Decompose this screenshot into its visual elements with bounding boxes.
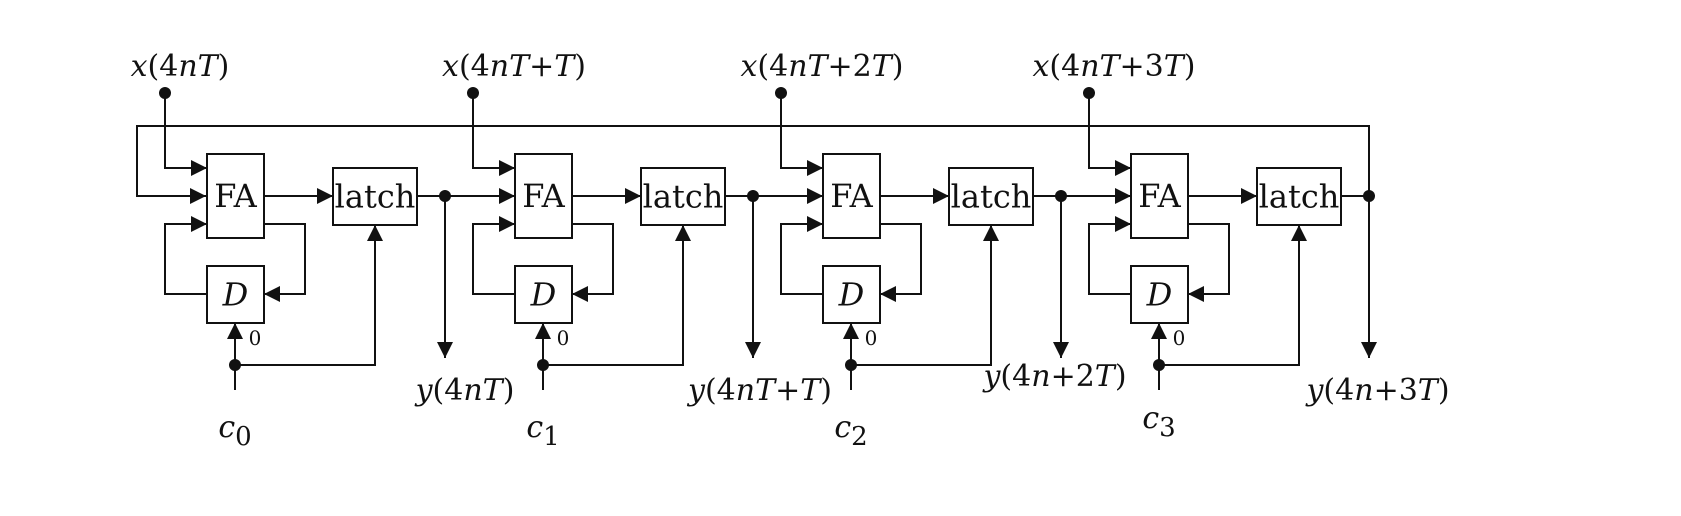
full-adder-0-box [206,153,265,239]
input-wire-2 [780,93,823,169]
output-arrow-2 [1053,342,1069,358]
delay-init-label-0: 0 [249,326,262,350]
latch-0-label: latch [335,178,416,216]
output-label-0: y(4nT) [414,373,515,408]
input-label-2: x(4nT+2T) [740,49,903,84]
block-layer [206,153,1342,324]
fa-to-latch-arrow-0 [317,188,333,204]
full-adder-2-label: FA [830,177,873,215]
delay-2-label: D [838,276,865,314]
output-label-1: y(4nT+T) [686,373,832,408]
delay-0-label: D [222,276,249,314]
output-arrow-0 [437,342,453,358]
input-wire-1 [472,93,515,169]
latch-0-box [332,167,418,226]
full-adder-2-box [822,153,881,239]
output-arrow-3 [1361,342,1377,358]
input-label-3: x(4nT+3T) [1032,49,1195,84]
chain-arrow-3 [1115,188,1131,204]
input-arrow-0 [191,160,207,176]
fa-to-latch-arrow-1 [625,188,641,204]
input-wire-3 [1088,93,1131,169]
carry-out-wire-1 [572,223,614,295]
carry-out-wire-2 [880,223,922,295]
control-to-latch-arrow-0 [367,225,383,241]
latch-1-label: latch [643,178,724,216]
control-to-d-arrow-2 [843,323,859,339]
carry-out-arrow-2 [880,286,896,302]
chain-arrow-2 [807,188,823,204]
control-to-latch-arrow-1 [675,225,691,241]
control-to-latch-wire-3 [1159,225,1300,366]
control-to-d-arrow-0 [227,323,243,339]
full-adder-0-label: FA [214,177,257,215]
delay-init-label-1: 0 [557,326,570,350]
fa-to-latch-arrow-3 [1241,188,1257,204]
carry-out-arrow-0 [264,286,280,302]
carry-out-arrow-1 [572,286,588,302]
carry-out-wire-0 [264,223,306,295]
input-wire-0 [164,93,207,169]
carry-in-arrow-0 [191,216,207,232]
feedback-bus [136,125,1370,197]
carry-in-wire-1 [472,223,515,295]
carry-in-wire-3 [1088,223,1131,295]
full-adder-3-label: FA [1138,177,1181,215]
carry-out-arrow-3 [1188,286,1204,302]
delay-1-label: D [530,276,557,314]
carry-in-arrow-2 [807,216,823,232]
delay-3-label: D [1146,276,1173,314]
input-arrow-2 [807,160,823,176]
control-to-d-arrow-3 [1151,323,1167,339]
delay-0-box [206,265,265,324]
delay-init-label-2: 0 [865,326,878,350]
output-label-2: y(4n+2T) [981,359,1126,394]
delay-2-box [822,265,881,324]
input-arrow-1 [499,160,515,176]
carry-in-wire-2 [780,223,823,295]
full-adder-1-label: FA [522,177,565,215]
latch-1-box [640,167,726,226]
output-label-3: y(4n+3T) [1304,373,1449,408]
delay-init-label-3: 0 [1173,326,1186,350]
carry-in-arrow-1 [499,216,515,232]
output-arrow-1 [745,342,761,358]
carry-in-wire-0 [164,223,207,295]
control-to-d-arrow-1 [535,323,551,339]
carry-in-arrow-3 [1115,216,1131,232]
input-label-0: x(4nT) [131,49,230,84]
control-label-3: c3 [1142,401,1175,443]
fa-to-latch-arrow-2 [933,188,949,204]
control-to-latch-wire-2 [851,225,992,366]
control-to-latch-wire-1 [543,225,684,366]
control-label-1: c1 [526,410,559,452]
control-to-latch-arrow-2 [983,225,999,241]
latch-3-label: latch [1259,178,1340,216]
chain-arrow-1 [499,188,515,204]
full-adder-1-box [514,153,573,239]
control-label-2: c2 [834,410,867,452]
feedback-bus-arrow [190,188,206,204]
wire-layer [136,87,1377,390]
latch-2-label: latch [951,178,1032,216]
control-label-0: c0 [218,410,251,452]
input-label-1: x(4nT+T) [442,49,586,84]
input-arrow-3 [1115,160,1131,176]
carry-out-wire-3 [1188,223,1230,295]
delay-1-box [514,265,573,324]
control-to-latch-wire-0 [235,225,376,366]
latch-2-box [948,167,1034,226]
full-adder-3-box [1130,153,1189,239]
control-to-latch-arrow-3 [1291,225,1307,241]
delay-3-box [1130,265,1189,324]
latch-3-box [1256,167,1342,226]
